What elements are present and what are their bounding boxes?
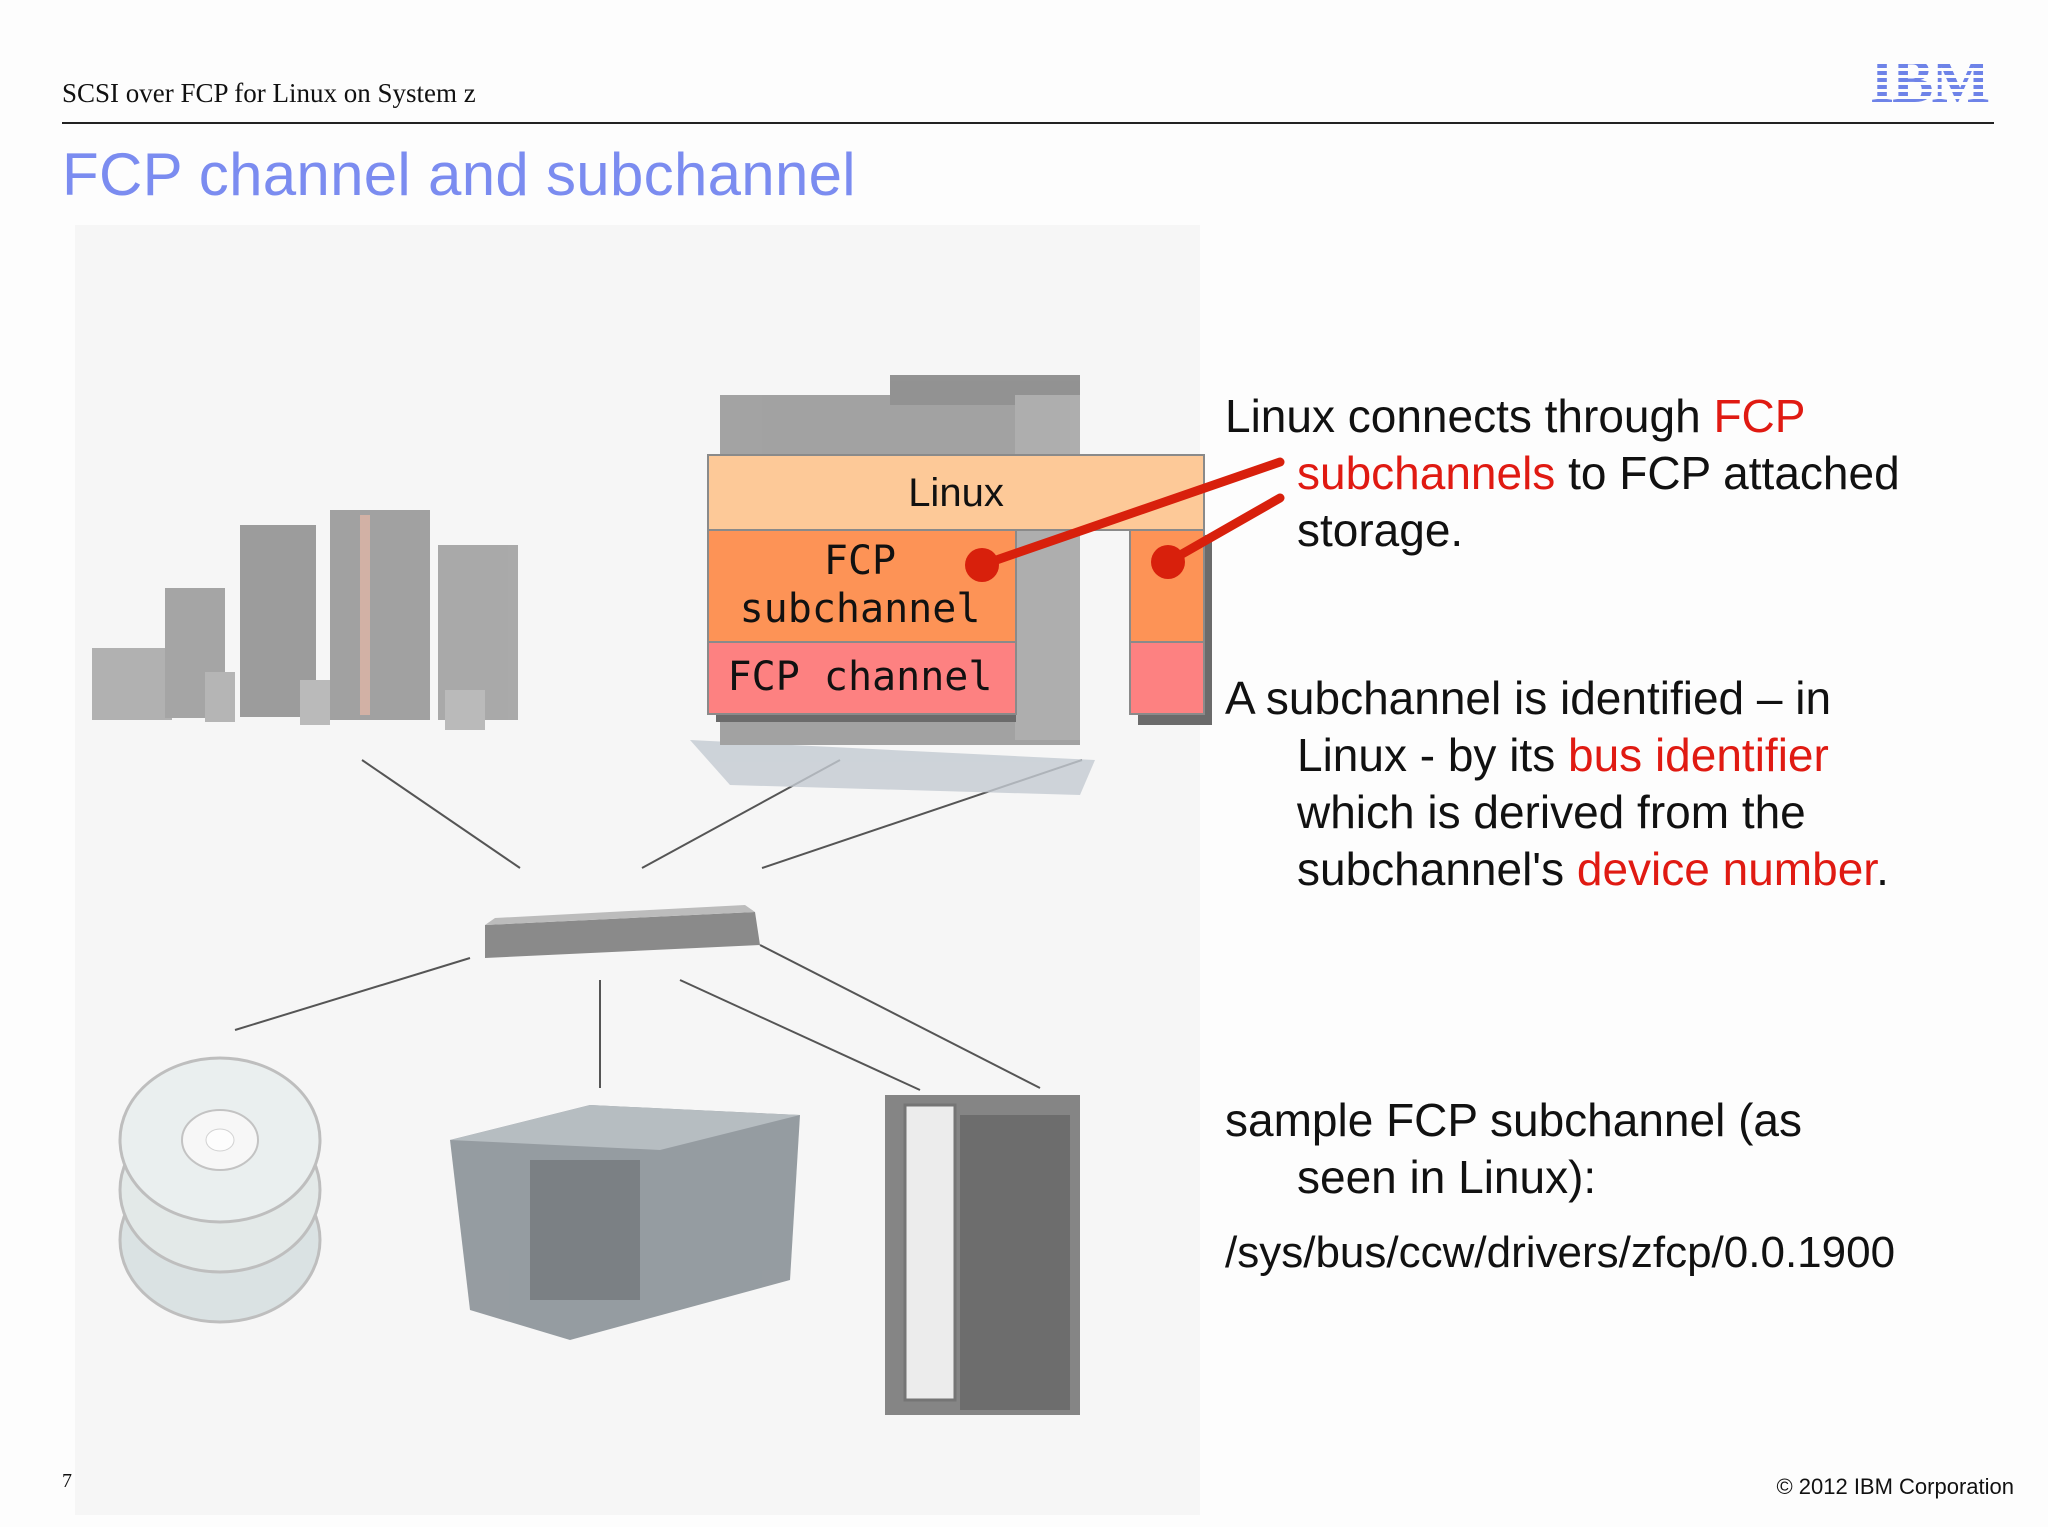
- p1-line2: subchannels to FCP attached: [1297, 447, 1900, 499]
- p1-line1: Linux connects through FCP: [1225, 390, 1806, 442]
- fcp-subchannel-label-line2: subchannel: [740, 586, 981, 632]
- p2-line4: subchannel's device number.: [1297, 843, 1889, 895]
- p2-line1: A subchannel is identified – in: [1225, 672, 1832, 724]
- fcp-subchannel-label-line1: FCP: [824, 538, 896, 584]
- p3-line2: seen in Linux):: [1297, 1151, 1597, 1203]
- paragraph-identified: A subchannel is identified – in Linux - …: [1225, 670, 2015, 898]
- p2-line2: Linux - by its bus identifier: [1297, 729, 1829, 781]
- presentation-title: SCSI over FCP for Linux on System z: [62, 78, 476, 108]
- server-cluster-image: [92, 510, 518, 730]
- fcp-channel-layer: [707, 641, 1017, 715]
- p2-line3: which is derived from the: [1297, 786, 1806, 838]
- optical-disc-image: [118, 1056, 322, 1324]
- ibm-logo-text: IBM: [1870, 50, 1988, 106]
- fc-switch-image: [485, 905, 760, 958]
- header-rule: [62, 122, 1994, 124]
- paragraph-connects: Linux connects through FCP subchannels t…: [1225, 388, 2015, 559]
- rack-image: [885, 1095, 1080, 1415]
- subchannel-dot-left: [965, 548, 999, 582]
- p1-line3: storage.: [1297, 504, 1464, 556]
- ibm-logo: IBM: [1870, 50, 1990, 106]
- sample-sysfs-path: /sys/bus/ccw/drivers/zfcp/0.0.1900: [1225, 1228, 1896, 1277]
- subchannel-dot-right: [1151, 545, 1185, 579]
- page-number: 7: [62, 1470, 72, 1492]
- paragraph-sample: sample FCP subchannel (as seen in Linux)…: [1225, 1092, 2015, 1206]
- fcp-subchannel-layer: [707, 529, 1017, 643]
- slide-title: FCP channel and subchannel: [62, 141, 856, 208]
- fcp-channel-label: FCP channel: [728, 654, 993, 700]
- copyright-notice: © 2012 IBM Corporation: [1776, 1474, 2014, 1499]
- storage-system-image: [450, 1105, 800, 1340]
- side-channel-block: [1129, 641, 1205, 715]
- p3-line1: sample FCP subchannel (as: [1225, 1094, 1802, 1146]
- linux-layer-label: Linux: [908, 471, 1004, 515]
- subchannel-callout-connectors: [965, 457, 1285, 582]
